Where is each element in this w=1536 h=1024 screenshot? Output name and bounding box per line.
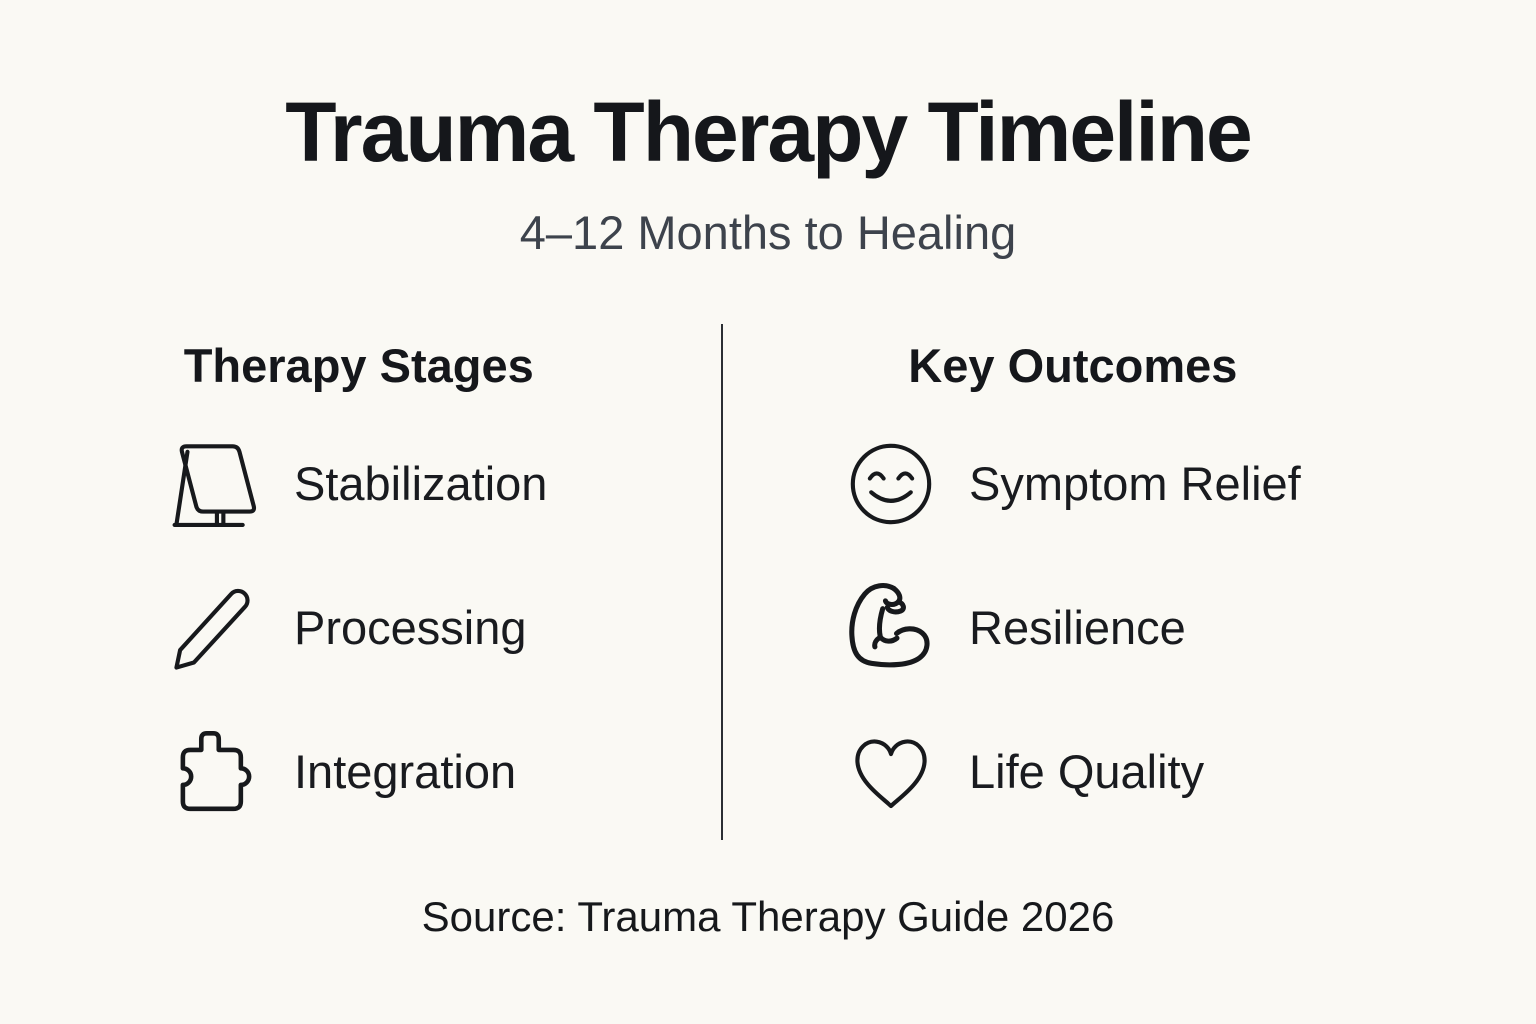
- page-title: Trauma Therapy Timeline: [285, 85, 1253, 179]
- outcome-label: Life Quality: [969, 745, 1205, 799]
- pencil-icon: [170, 582, 262, 674]
- stage-label: Stabilization: [294, 457, 548, 511]
- column-divider: [721, 324, 723, 841]
- therapy-stages-header: Therapy Stages: [183, 339, 534, 393]
- drawing-board-icon: [170, 438, 262, 530]
- list-item-integration: Integration: [170, 726, 547, 818]
- stage-label: Processing: [294, 601, 527, 655]
- stage-label: Integration: [294, 745, 517, 799]
- therapy-stages-column: Therapy Stages Stabilizati: [0, 324, 721, 840]
- puzzle-piece-icon: [170, 726, 262, 818]
- two-column-layout: Therapy Stages Stabilizati: [0, 324, 1536, 841]
- therapy-stages-list: Stabilization Processing: [170, 438, 547, 818]
- page-subtitle: 4–12 Months to Healing: [519, 206, 1017, 260]
- source-attribution: Source: Trauma Therapy Guide 2026: [421, 893, 1115, 941]
- list-item-stabilization: Stabilization: [170, 438, 547, 530]
- list-item-processing: Processing: [170, 582, 547, 674]
- list-item-life-quality: Life Quality: [845, 726, 1301, 818]
- key-outcomes-column: Key Outcomes Symptom Relief: [723, 324, 1536, 840]
- flexed-bicep-icon: [845, 582, 937, 674]
- heart-icon: [845, 726, 937, 818]
- list-item-symptom-relief: Symptom Relief: [845, 438, 1301, 530]
- key-outcomes-header: Key Outcomes: [908, 339, 1238, 393]
- outcome-label: Symptom Relief: [969, 457, 1301, 511]
- list-item-resilience: Resilience: [845, 582, 1301, 674]
- smiley-face-icon: [845, 438, 937, 530]
- outcome-label: Resilience: [969, 601, 1186, 655]
- key-outcomes-list: Symptom Relief Resilienc: [845, 438, 1301, 818]
